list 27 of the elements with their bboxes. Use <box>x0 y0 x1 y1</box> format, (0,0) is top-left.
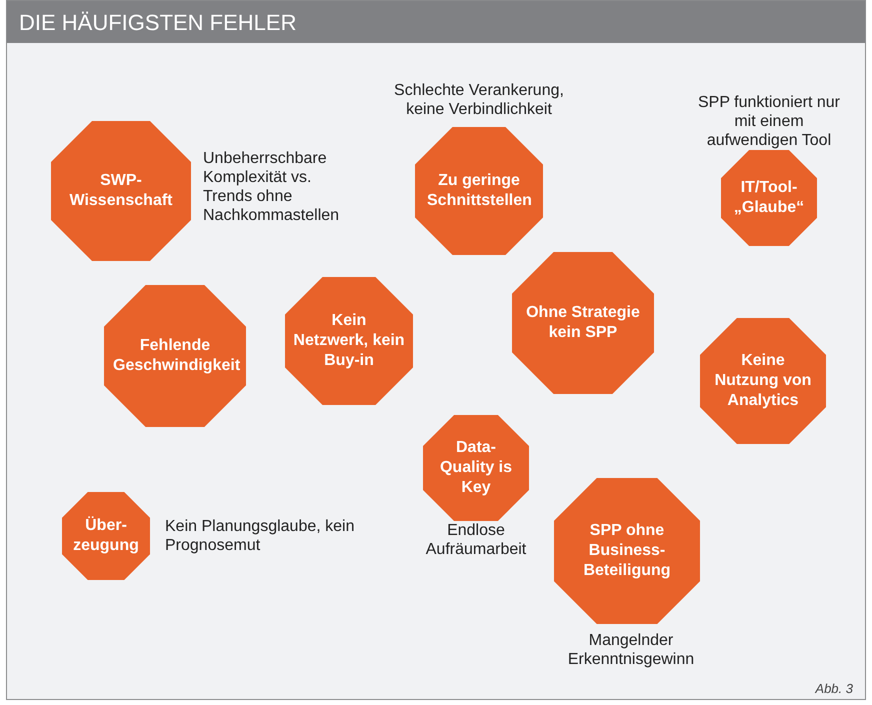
annotation-text: Kein Planungsglaube, kein Prognosemut <box>165 517 356 555</box>
octagon-badge <box>51 121 191 261</box>
title: DIE HÄUFIGSTEN FEHLER <box>19 10 296 36</box>
octagon-badge <box>721 150 817 246</box>
badge-label: Über- zeugung <box>72 516 140 556</box>
octagon-badge <box>62 492 150 580</box>
annotation-text: Endlose Aufräumarbeit <box>424 521 528 559</box>
badge-label: Zu geringe Schnittstellen <box>427 171 531 211</box>
annotation-text: Unbeherrschbare Komplexität vs. Trends ohne Nachkommastellen <box>203 149 340 225</box>
figure-number: Abb. 3 <box>815 681 853 696</box>
octagon-badge <box>700 318 826 444</box>
octagon-badge <box>423 415 529 521</box>
annotation-text: Schlechte Verankerung, keine Verbindlichkeit <box>393 81 565 119</box>
annotation-text: SPP funktioniert nur mit einem aufwendigen Tool <box>696 93 841 150</box>
badge-label: Data-Quality is Key <box>438 438 514 498</box>
octagon-badge <box>512 252 654 394</box>
badge-label: IT/Tool- „Glaube“ <box>732 178 806 218</box>
octagon-badge <box>285 277 413 405</box>
badge-label: Kein Netzwerk, kein Buy-in <box>293 311 405 371</box>
annotation-text: Mangelnder Erkenntnisgewinn <box>566 631 696 669</box>
octagon-badge <box>104 285 246 427</box>
octagon-badge <box>415 127 543 255</box>
octagon-badge <box>554 478 700 624</box>
badge-label: Ohne Strategie kein SPP <box>525 303 641 343</box>
badge-label: SWP- Wissenschaft <box>68 171 174 211</box>
badge-label: Keine Nutzung von Analytics <box>714 351 812 411</box>
badge-label: SPP ohne Business- Beteiligung <box>582 521 672 581</box>
